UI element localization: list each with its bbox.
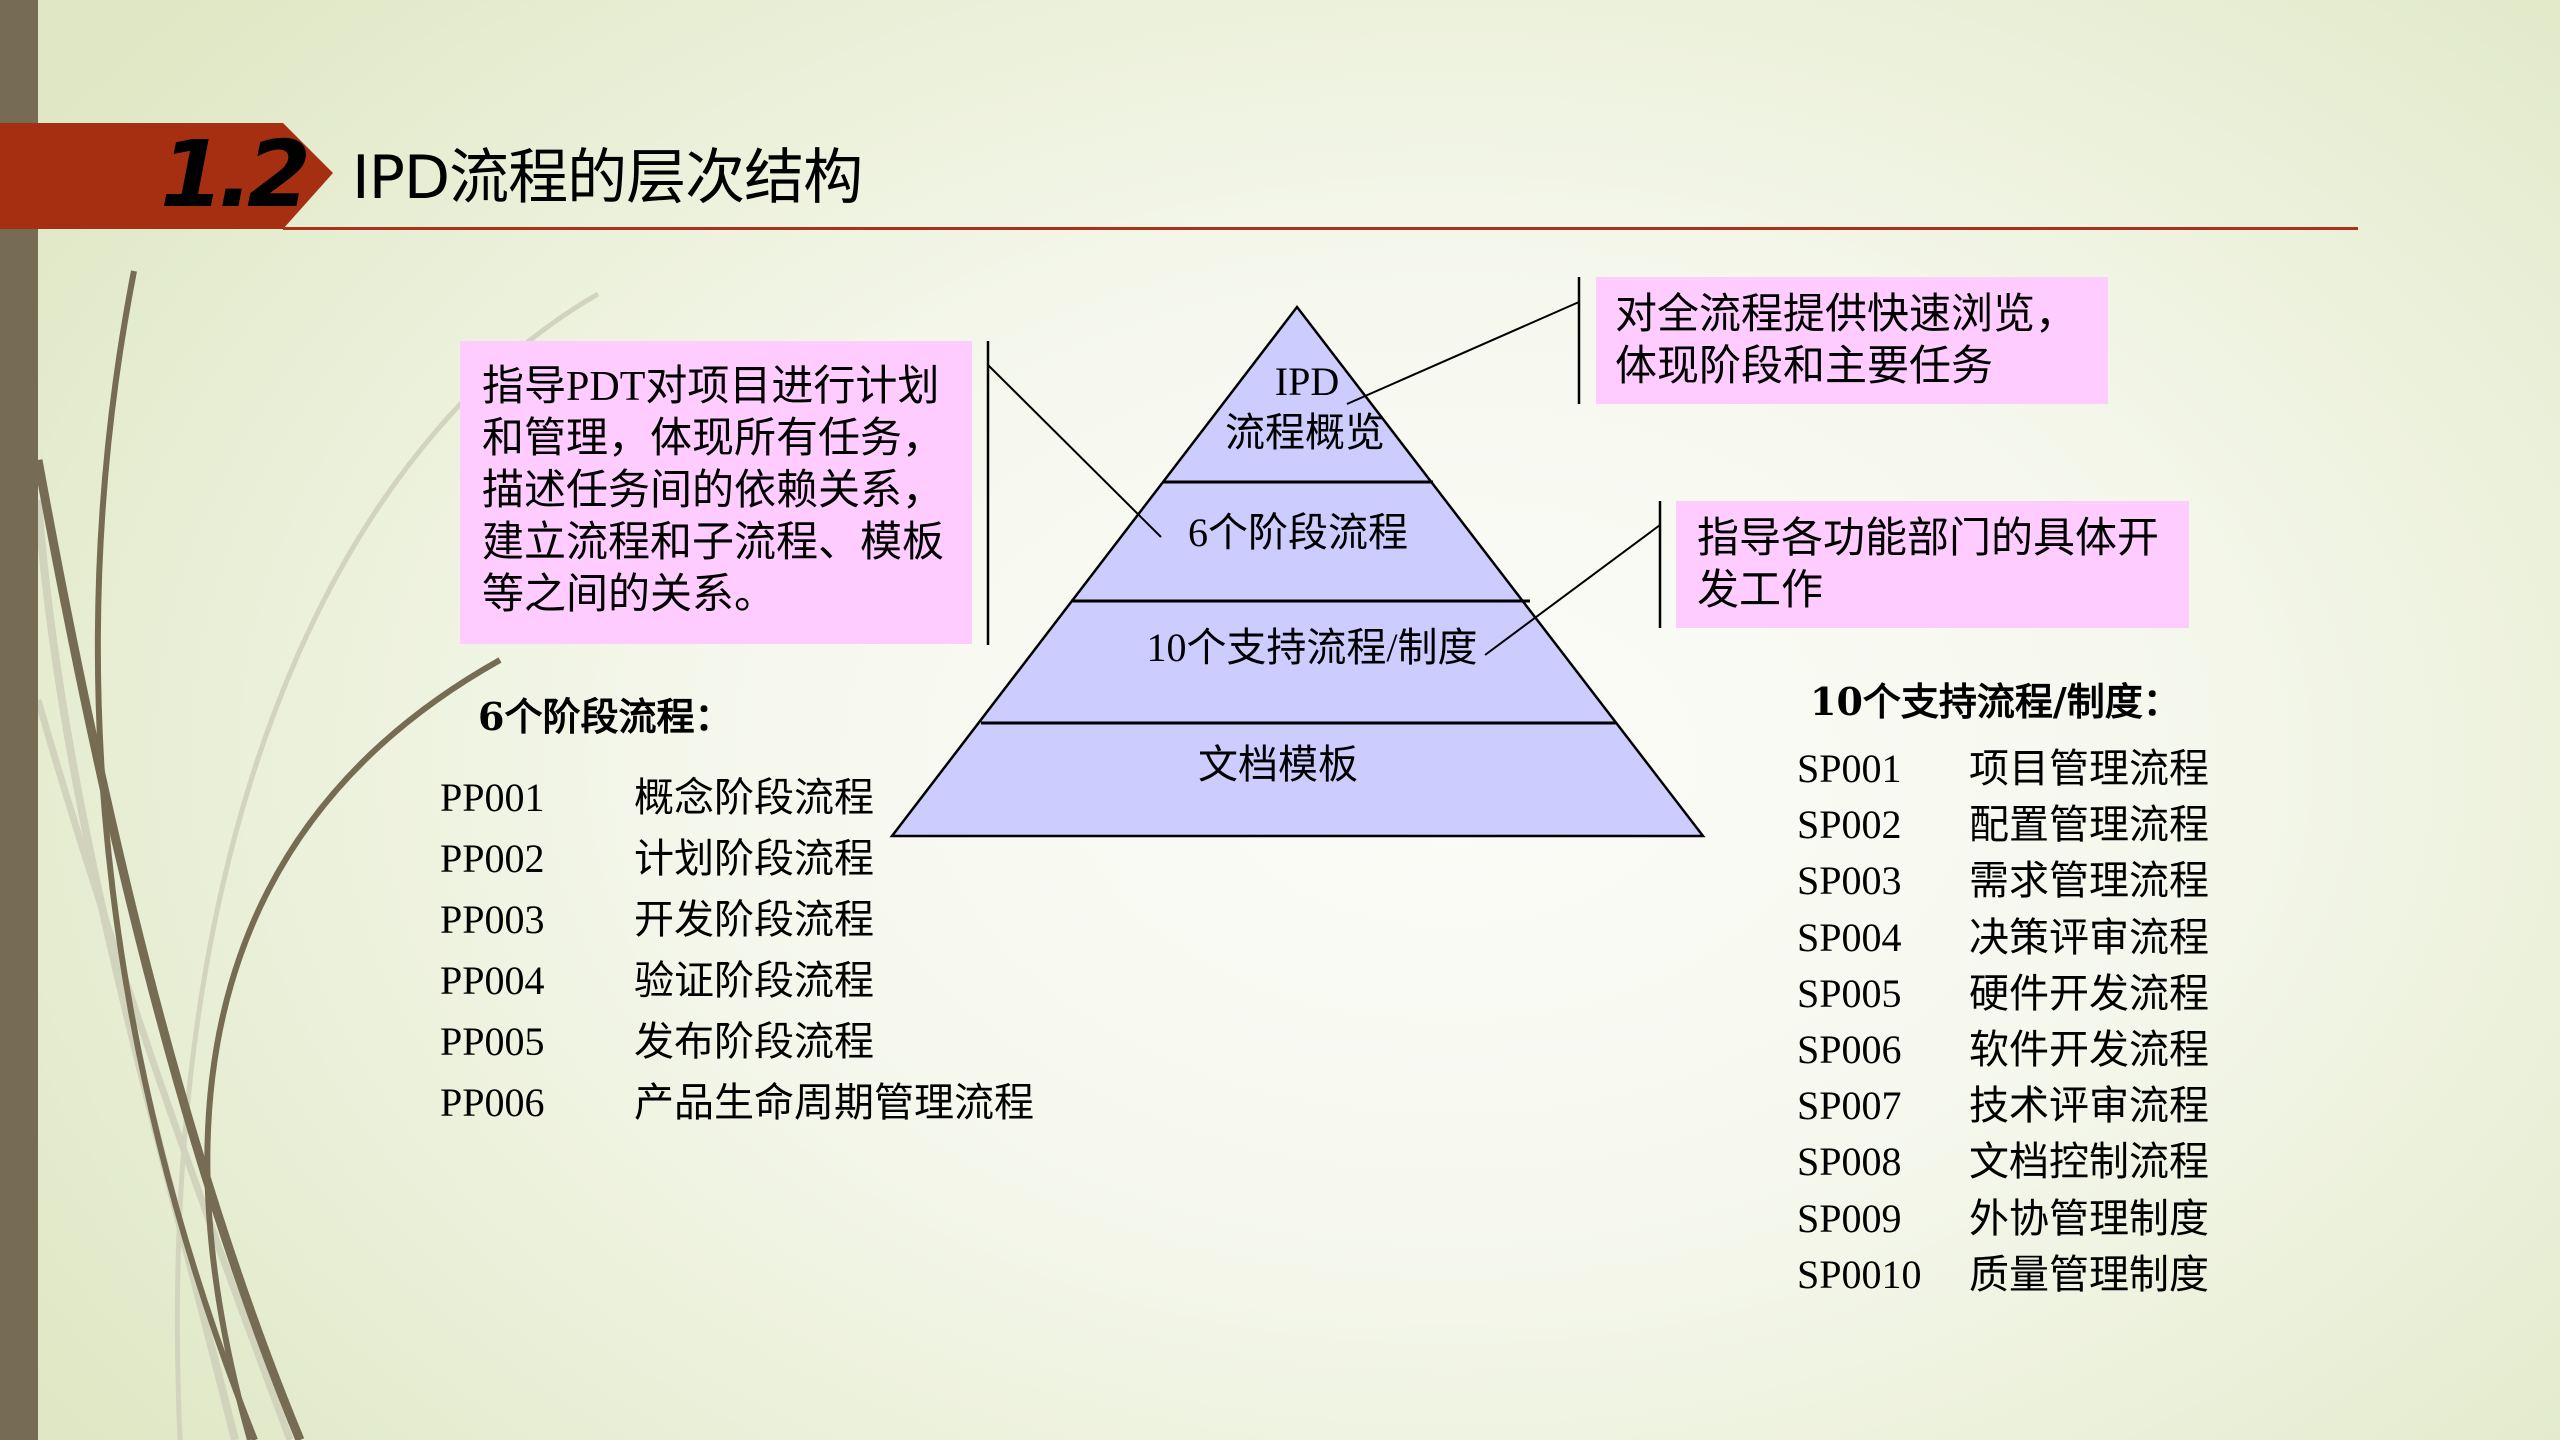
process-code: PP003 xyxy=(440,897,545,942)
callout-overview-note: 对全流程提供快速浏览， 体现阶段和主要任务 xyxy=(1596,277,2108,404)
list-item: SP006 软件开发流程 xyxy=(1797,1022,2297,1078)
list-item: SP004 决策评审流程 xyxy=(1797,910,2297,966)
process-code: SP003 xyxy=(1797,858,1902,904)
phase-processes-heading: 6个阶段流程： xyxy=(478,694,733,739)
process-name: 概念阶段流程 xyxy=(634,775,874,820)
phase-process-list: PP001 概念阶段流程 PP002 计划阶段流程 PP003 开发阶段流程 PP00… xyxy=(440,767,1140,1133)
process-name: 外协管理制度 xyxy=(1969,1195,2209,1241)
process-name: 需求管理流程 xyxy=(1969,858,2209,904)
list-item: SP005 硬件开发流程 xyxy=(1797,966,2297,1022)
list-item: SP008 文档控制流程 xyxy=(1797,1134,2297,1190)
page-title: IPD流程的层次结构 xyxy=(352,143,863,213)
process-name: 硬件开发流程 xyxy=(1969,970,2209,1016)
list-item: PP005 发布阶段流程 xyxy=(440,1011,1140,1072)
tier-label-ipd: IPD xyxy=(1274,359,1340,404)
list-item: PP002 计划阶段流程 xyxy=(440,828,1140,889)
list-item: SP007 技术评审流程 xyxy=(1797,1078,2297,1134)
list-item: PP003 开发阶段流程 xyxy=(440,889,1140,950)
section-number-band xyxy=(0,123,333,229)
sidebar-bar xyxy=(0,0,38,1440)
process-name: 文档控制流程 xyxy=(1969,1139,2209,1185)
process-name: 产品生命周期管理流程 xyxy=(634,1080,1034,1125)
list-item: SP0010 质量管理制度 xyxy=(1797,1247,2297,1303)
process-code: SP007 xyxy=(1797,1083,1902,1129)
callout-connectors xyxy=(986,277,1662,656)
tier-label-phase-processes: 6个阶段流程 xyxy=(1188,510,1408,555)
list-item: PP006 产品生命周期管理流程 xyxy=(440,1072,1140,1133)
process-name: 配置管理流程 xyxy=(1969,802,2209,848)
process-code: PP002 xyxy=(440,836,545,881)
process-code: SP009 xyxy=(1797,1195,1902,1241)
callout-phase-processes-note: 指导PDT对项目进行计划 和管理，体现所有任务， 描述任务间的依赖关系， 建立流… xyxy=(460,341,972,644)
process-code: SP008 xyxy=(1797,1139,1902,1185)
process-name: 决策评审流程 xyxy=(1969,914,2209,960)
title-underline xyxy=(283,227,2358,230)
process-name: 技术评审流程 xyxy=(1969,1083,2209,1129)
process-name: 项目管理流程 xyxy=(1969,746,2209,791)
process-code: PP006 xyxy=(440,1080,545,1125)
process-code: SP002 xyxy=(1797,802,1902,848)
process-name: 验证阶段流程 xyxy=(634,958,874,1003)
support-processes-heading: 10个支持流程/制度： xyxy=(1810,679,2181,724)
process-code: PP001 xyxy=(440,775,545,820)
list-item: SP009 外协管理制度 xyxy=(1797,1191,2297,1247)
section-number: 1.2 xyxy=(160,121,311,228)
process-code: SP006 xyxy=(1797,1026,1902,1072)
process-name: 计划阶段流程 xyxy=(634,836,874,881)
process-code: SP001 xyxy=(1797,746,1902,791)
tier-label-overview: 流程概览 xyxy=(1225,410,1385,455)
list-item: SP003 需求管理流程 xyxy=(1797,853,2297,909)
list-item: PP004 验证阶段流程 xyxy=(440,950,1140,1011)
process-name: 开发阶段流程 xyxy=(634,897,874,942)
process-code: SP0010 xyxy=(1797,1251,1922,1297)
tier-label-document-templates: 文档模板 xyxy=(1198,742,1358,787)
list-item: PP001 概念阶段流程 xyxy=(440,767,1140,828)
process-code: PP004 xyxy=(440,958,545,1003)
callout-support-processes-note: 指导各功能部门的具体开 发工作 xyxy=(1676,501,2189,628)
process-code: SP004 xyxy=(1797,914,1902,960)
process-code: SP005 xyxy=(1797,970,1902,1016)
support-process-list: SP001 项目管理流程 SP002 配置管理流程 SP003 需求管理流程 SP00… xyxy=(1797,741,2297,1303)
process-name: 质量管理制度 xyxy=(1969,1251,2209,1297)
process-name: 软件开发流程 xyxy=(1969,1026,2209,1072)
process-code: PP005 xyxy=(440,1019,545,1064)
list-item: SP002 配置管理流程 xyxy=(1797,797,2297,853)
tier-label-support-processes: 10个支持流程/制度 xyxy=(1146,625,1478,670)
list-item: SP001 项目管理流程 xyxy=(1797,741,2297,797)
process-name: 发布阶段流程 xyxy=(634,1019,874,1064)
